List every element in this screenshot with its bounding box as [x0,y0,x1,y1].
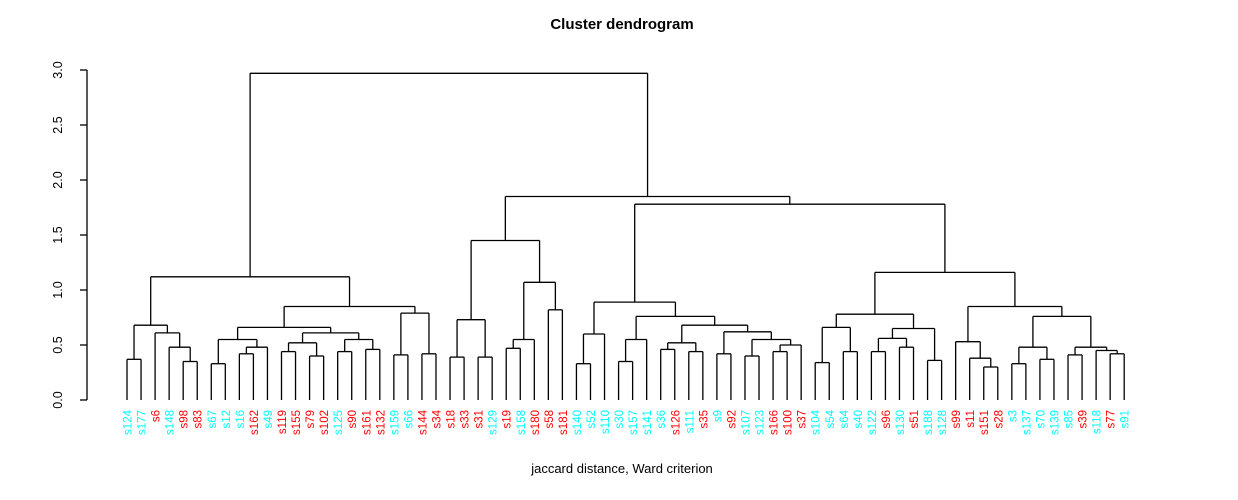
x-axis-caption: jaccard distance, Ward criterion [531,461,713,476]
leaf-label: s118 [1092,410,1104,434]
leaf-label: s130 [895,410,907,435]
leaf-label: s180 [530,410,542,435]
leaf-label: s161 [361,410,373,435]
leaf-label: s31 [474,410,486,429]
leaf-label: s77 [1106,410,1118,429]
leaf-label: s12 [221,410,233,429]
leaf-label: s139 [1049,410,1061,435]
leaf-label: s85 [1064,410,1076,429]
leaf-label: s188 [923,410,935,435]
leaf-label: s16 [235,410,247,429]
leaf-label: s51 [909,410,921,429]
leaf-label: s141 [642,410,654,435]
leaf-label: s6 [151,410,163,422]
leaf-label: s37 [797,410,809,429]
leaf-label: s19 [502,410,514,429]
leaf-label: s100 [783,410,795,435]
leaf-label: s9 [712,410,724,422]
leaf-label: s158 [516,410,528,435]
y-axis-tick-label: 2.5 [51,116,65,133]
leaf-label: s107 [740,410,752,435]
leaf-label: s157 [628,410,640,435]
leaf-label: s137 [1021,410,1033,435]
leaf-label: s155 [291,410,303,435]
leaf-label: s35 [698,410,710,429]
leaf-label: s30 [614,410,626,429]
chart-title: Cluster dendrogram [550,16,694,33]
leaf-label: s79 [305,410,317,429]
leaf-label: s159 [389,410,401,435]
leaf-label: s67 [207,410,219,429]
leaf-label: s99 [951,410,963,429]
leaf-label: s166 [769,410,781,435]
leaf-label: s102 [319,410,331,435]
leaf-label: s140 [572,410,584,435]
leaf-label: s148 [165,410,177,435]
leaf-label: s54 [825,409,837,428]
y-axis-tick-label: 1.0 [51,281,65,298]
leaf-label: s119 [277,410,289,434]
leaf-label: s33 [460,410,472,429]
leaf-label: s91 [1120,410,1132,429]
y-axis-tick-label: 3.0 [51,61,65,78]
leaf-label: s18 [446,410,458,429]
y-axis-tick-label: 0.5 [51,336,65,353]
leaf-label: s40 [853,410,865,429]
leaf-label: s144 [417,409,429,435]
leaf-label: s122 [867,410,879,435]
leaf-label: s104 [811,409,823,435]
leaf-label: s151 [979,410,991,435]
y-axis-tick-label: 0.0 [51,391,65,408]
leaf-label: s128 [937,410,949,435]
leaf-label: s111 [684,410,696,433]
leaf-label: s123 [755,410,767,435]
leaf-label: s125 [333,410,345,435]
leaf-label: s129 [488,410,500,435]
leaf-label: s92 [726,410,738,429]
leaf-label: s83 [193,410,205,429]
leaf-label: s39 [1078,410,1090,429]
leaf-label: s110 [600,410,612,434]
leaf-label: s98 [179,410,191,429]
leaf-label: s162 [249,410,261,435]
leaf-label: s3 [1007,410,1019,422]
y-axis-tick-label: 2.0 [51,171,65,188]
leaf-label: s52 [586,410,598,429]
leaf-label: s36 [656,410,668,429]
leaf-label: s96 [881,410,893,429]
y-axis-tick-label: 1.5 [51,226,65,243]
leaf-label: s132 [375,410,387,435]
leaf-label: s126 [670,410,682,435]
leaf-label: s70 [1035,410,1047,429]
leaf-label: s28 [993,410,1005,429]
leaf-label: s181 [558,410,570,435]
leaf-label: s66 [403,410,415,429]
leaf-label: s58 [544,410,556,429]
leaf-label: s11 [965,410,977,428]
leaf-label: s90 [347,410,359,429]
leaf-label: s34 [431,409,443,428]
leaf-label: s177 [137,410,149,435]
leaf-label: s49 [263,410,275,429]
leaf-label: s124 [123,409,135,435]
leaf-label: s64 [839,409,851,428]
